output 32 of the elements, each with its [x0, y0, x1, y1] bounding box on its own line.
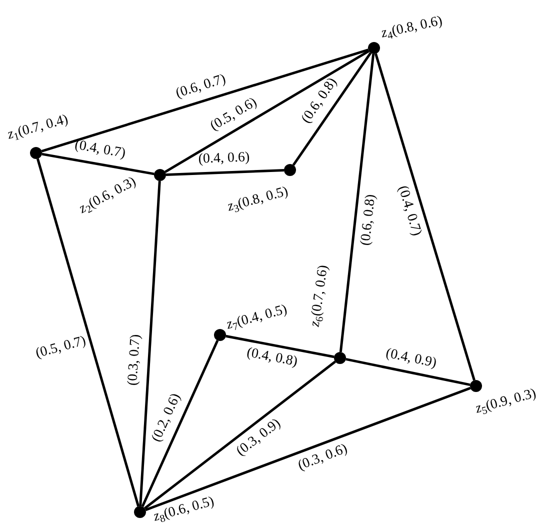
edge-line: [164, 50, 370, 174]
edge-label: (0.4, 0.7): [74, 138, 127, 162]
vertex-label: z$_{4}$(0.8, 0.6): [380, 14, 444, 42]
edge-line: [144, 360, 336, 510]
vertex-label: z$_{8}$(0.6, 0.5): [152, 495, 216, 525]
edge-line: [292, 52, 372, 166]
edge-line: [41, 48, 369, 152]
edge-label: (0.4, 0.8): [245, 346, 298, 370]
edge-label: (0.3, 0.9): [234, 417, 284, 460]
edge-label: (0.3, 0.7): [126, 333, 144, 386]
edge-label: (0.2, 0.6): [150, 391, 184, 444]
edge-line: [36, 158, 140, 507]
edge-label: (0.6, 0.8): [359, 194, 379, 246]
edge-label: (0.6, 0.8): [300, 76, 341, 126]
edge-label: (0.5, 0.7): [34, 334, 88, 362]
vertex-label: z$_{5}$(0.9, 0.3): [474, 387, 538, 417]
vertex-label: z$_{3}$(0.8, 0.5): [226, 185, 290, 215]
edge-line: [226, 334, 334, 358]
edge-line: [374, 53, 476, 381]
edge-line: [141, 340, 219, 508]
edge-line: [339, 54, 375, 352]
edge-line: [166, 168, 284, 176]
edge-label: (0.4, 0.9): [384, 347, 438, 372]
edge-line: [42, 152, 154, 176]
edge-line: [346, 358, 470, 386]
vertex-label: z$_{1}$(0.7, 0.4): [6, 113, 70, 143]
edge-line: [145, 386, 471, 512]
edge-line: [139, 180, 161, 506]
edge-label: (0.4, 0.7): [394, 184, 423, 238]
edge-label: (0.3, 0.6): [296, 442, 350, 474]
vertex-label: z$_{7}$(0.4, 0.5): [225, 303, 289, 333]
edge-label: (0.4, 0.6): [198, 150, 250, 166]
